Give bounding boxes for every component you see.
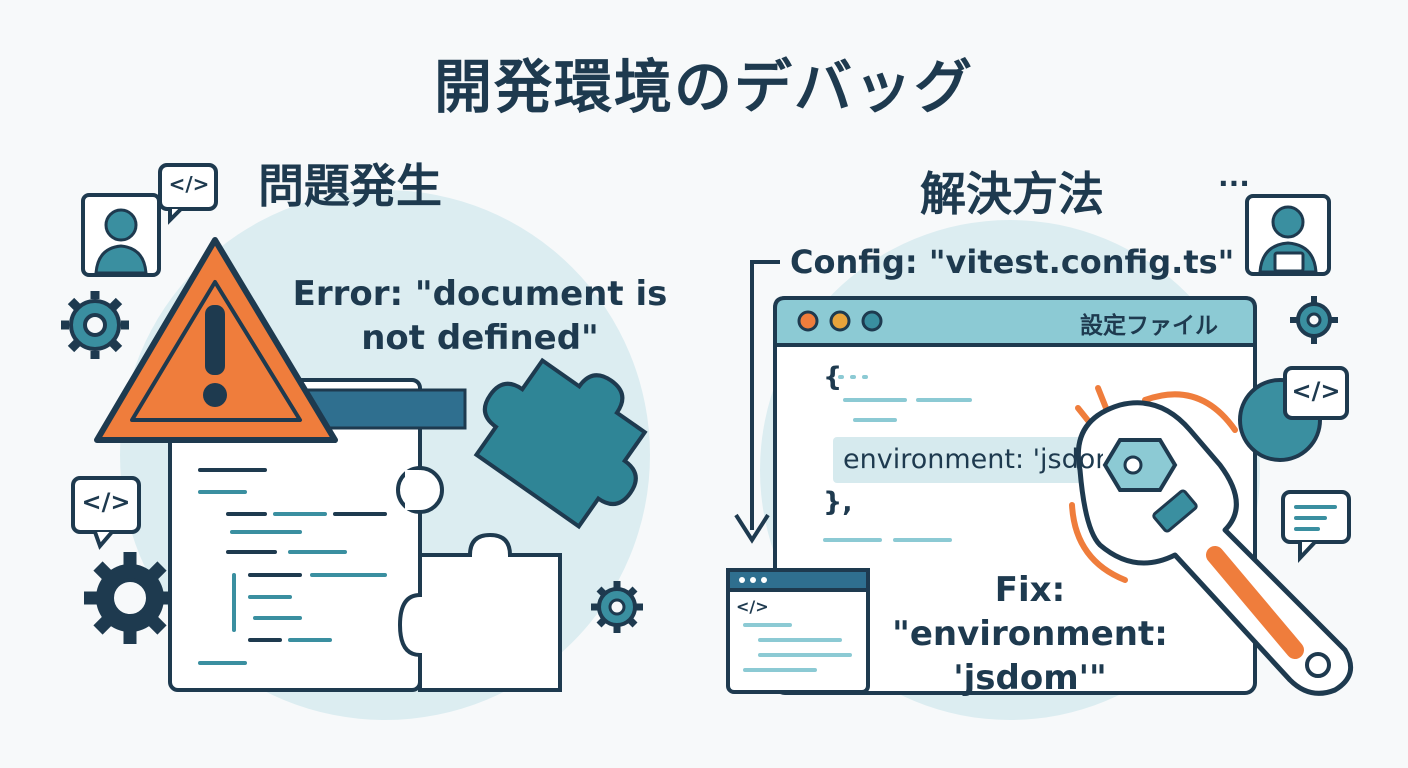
code-bubble-icon-right — [1283, 366, 1349, 420]
gear-icon-left-small — [61, 291, 129, 359]
warning-triangle-icon — [94, 237, 338, 443]
page-title: 開発環境のデバッグ — [433, 53, 974, 121]
developer-avatar-icon-right — [1245, 194, 1331, 276]
fix-line3: 'jsdom'" — [953, 658, 1107, 698]
puzzle-piece-teal — [473, 357, 648, 530]
solution-heading: 解決方法 — [920, 167, 1104, 221]
puzzle-piece-white — [397, 532, 562, 692]
fix-line1: Fix: — [994, 570, 1066, 610]
gear-icon-left-large — [84, 552, 176, 644]
ellipsis-text: ... — [1218, 160, 1250, 193]
code-close-brace: }, — [823, 487, 853, 518]
error-message-line2: not defined" — [361, 318, 599, 358]
developer-avatar-icon-left — [81, 193, 161, 277]
code-glyph-left-top: </> — [168, 172, 210, 196]
chat-bubble-icon-right — [1281, 490, 1351, 564]
flow-arrow-icon — [734, 260, 780, 544]
error-message-line1: Error: "document is — [292, 274, 668, 314]
gear-icon-right-small — [1290, 296, 1338, 344]
code-open-brace: { — [823, 362, 843, 393]
code-glyph-right: </> — [1291, 377, 1341, 405]
config-window — [773, 296, 1257, 695]
code-bubble-icon-left-bottom — [71, 476, 141, 550]
code-bubble-icon-left-top — [158, 163, 218, 225]
problem-heading: 問題発生 — [258, 159, 442, 213]
small-code-window — [726, 568, 870, 694]
fix-line2: "environment: — [892, 614, 1168, 654]
code-glyph-left-bottom: </> — [81, 488, 131, 516]
config-filename-label: Config: "vitest.config.ts" — [790, 243, 1235, 281]
code-glyph-small-window: </> — [736, 597, 769, 616]
config-window-title: 設定ファイル — [1080, 313, 1218, 339]
wrench-icon — [1075, 400, 1354, 696]
gear-icon-left-right-small — [591, 581, 643, 633]
code-environment-text: environment: 'jsdom' — [843, 444, 1103, 475]
code-environment-line: environment: 'jsdom' — [843, 444, 1103, 475]
